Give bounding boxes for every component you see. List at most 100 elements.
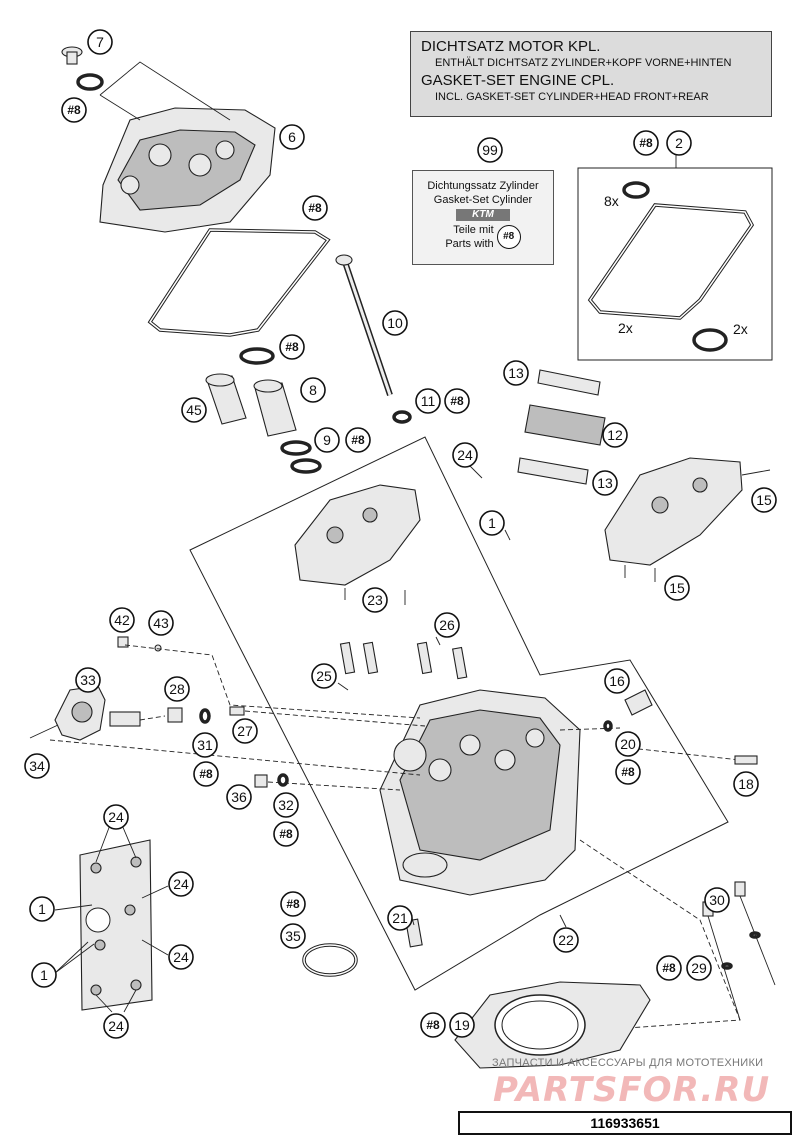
callout-c25: 25 bbox=[311, 663, 337, 689]
callout-circle bbox=[302, 195, 328, 221]
callout-c30: 30 bbox=[704, 887, 730, 913]
callout-label: 24 bbox=[108, 809, 124, 825]
callout-circle bbox=[273, 821, 299, 847]
callout-c31: 31 bbox=[192, 732, 218, 758]
leader-line bbox=[559, 727, 741, 761]
callout-circle bbox=[479, 510, 505, 536]
callout-c8b: #8 bbox=[302, 195, 328, 221]
callout-c26: 26 bbox=[434, 612, 460, 638]
leader-line bbox=[579, 839, 741, 1031]
callout-label: 21 bbox=[392, 910, 408, 926]
kit-line: Gasket-Set Cylinder bbox=[433, 194, 533, 206]
title-line: INCL. GASKET-SET CYLINDER+HEAD FRONT+REA… bbox=[435, 91, 709, 103]
callout-label: 11 bbox=[421, 393, 436, 409]
callout-label: 42 bbox=[114, 612, 130, 628]
rocker-bracket-right bbox=[604, 457, 771, 582]
callout-label: 1 bbox=[38, 901, 46, 917]
callout-label: 8 bbox=[309, 382, 317, 398]
kit-line: Parts with bbox=[445, 238, 494, 250]
valve-guides bbox=[339, 641, 468, 680]
spark-plug-tube bbox=[335, 254, 412, 424]
leader-line bbox=[267, 781, 401, 791]
callout-c45: 45 bbox=[181, 397, 207, 423]
cylinder-gasket-kit-box: Dichtungssatz Zylinder Gasket-Set Cylind… bbox=[412, 170, 554, 265]
callout-c6: 6 bbox=[279, 124, 305, 150]
callout-c1a: 1 bbox=[479, 510, 505, 536]
callout-circle bbox=[733, 771, 759, 797]
callout-circle bbox=[103, 804, 129, 830]
callout-c18: 18 bbox=[733, 771, 759, 797]
cylinder-head bbox=[379, 689, 581, 896]
callout-label: 28 bbox=[169, 681, 185, 697]
callout-label: 15 bbox=[669, 580, 685, 596]
callout-circle bbox=[592, 470, 618, 496]
callout-circle bbox=[382, 310, 408, 336]
callout-circle bbox=[192, 732, 218, 758]
callout-circle bbox=[75, 667, 101, 693]
chain-tensioner bbox=[29, 685, 141, 741]
callout-circle bbox=[615, 759, 641, 785]
callout-label: 15 bbox=[756, 492, 772, 508]
callout-label: #8 bbox=[621, 765, 635, 779]
callout-c16: 16 bbox=[604, 668, 630, 694]
callout-c8i: #8 bbox=[273, 821, 299, 847]
callout-label: #8 bbox=[662, 961, 676, 975]
callout-label: 43 bbox=[153, 615, 169, 631]
leader-line bbox=[49, 739, 421, 776]
callout-c8e: #8 bbox=[345, 427, 371, 453]
oil-filler-cap bbox=[61, 46, 104, 91]
callout-circle bbox=[503, 360, 529, 386]
title-line: DICHTSATZ MOTOR KPL. bbox=[421, 38, 601, 55]
callout-c8h: #8 bbox=[615, 759, 641, 785]
callout-label: 27 bbox=[237, 723, 253, 739]
callout-label: 24 bbox=[173, 876, 189, 892]
callout-label: 1 bbox=[488, 515, 496, 531]
kit-parts-row: Teile mit Parts with #8 bbox=[445, 223, 521, 251]
temperature-sensor bbox=[603, 689, 758, 765]
callout-label: #8 bbox=[450, 394, 464, 408]
callout-c8k: #8 bbox=[656, 955, 682, 981]
callout-label: 25 bbox=[316, 668, 332, 684]
callout-c35: 35 bbox=[280, 923, 306, 949]
callout-label: 24 bbox=[108, 1018, 124, 1034]
callout-circle bbox=[604, 668, 630, 694]
drawing-number: 116933651 bbox=[458, 1111, 792, 1135]
callout-c34: 34 bbox=[24, 753, 50, 779]
callout-circle bbox=[181, 397, 207, 423]
callout-circle bbox=[280, 923, 306, 949]
callout-c13b: 13 bbox=[592, 470, 618, 496]
callout-c99: 99 bbox=[477, 137, 503, 163]
callout-label: 26 bbox=[439, 617, 455, 633]
callout-c24d: 24 bbox=[168, 944, 194, 970]
callout-c8l: #8 bbox=[420, 1012, 446, 1038]
callout-c8d: #8 bbox=[279, 334, 305, 360]
callout-c2: 2 bbox=[666, 130, 692, 156]
callout-circle bbox=[751, 487, 777, 513]
valve-cover-gasket bbox=[147, 228, 331, 337]
head-gasket bbox=[454, 981, 651, 1069]
callout-label: 6 bbox=[288, 129, 296, 145]
watermark-tagline: ЗАПЧАСТИ И АКСЕССУАРЫ ДЛЯ МОТОТЕХНИКИ bbox=[492, 1057, 764, 1069]
quantity-label: 2x bbox=[618, 320, 633, 336]
callout-c8j: #8 bbox=[280, 891, 306, 917]
callout-circle bbox=[444, 388, 470, 414]
watermark-logo: PARTSFOR.RU bbox=[493, 1070, 771, 1110]
callout-c36: 36 bbox=[226, 784, 252, 810]
callout-label: #8 bbox=[199, 767, 213, 781]
callout-c10: 10 bbox=[382, 310, 408, 336]
callout-circle bbox=[279, 124, 305, 150]
callout-label: 24 bbox=[173, 949, 189, 965]
callout-circle bbox=[633, 130, 659, 156]
callout-c8f: #8 bbox=[444, 388, 470, 414]
quantity-label: 8x bbox=[604, 193, 619, 209]
callout-label: 32 bbox=[278, 797, 294, 813]
callout-circle bbox=[314, 427, 340, 453]
callout-circle bbox=[477, 137, 503, 163]
callout-label: #8 bbox=[639, 136, 653, 150]
callout-circle bbox=[168, 871, 194, 897]
callout-c19: 19 bbox=[449, 1012, 475, 1038]
gasket-set-drawing bbox=[587, 181, 755, 352]
callout-circle bbox=[704, 887, 730, 913]
title-line: ENTHÄLT DICHTSATZ ZYLINDER+KOPF VORNE+HI… bbox=[435, 57, 732, 69]
